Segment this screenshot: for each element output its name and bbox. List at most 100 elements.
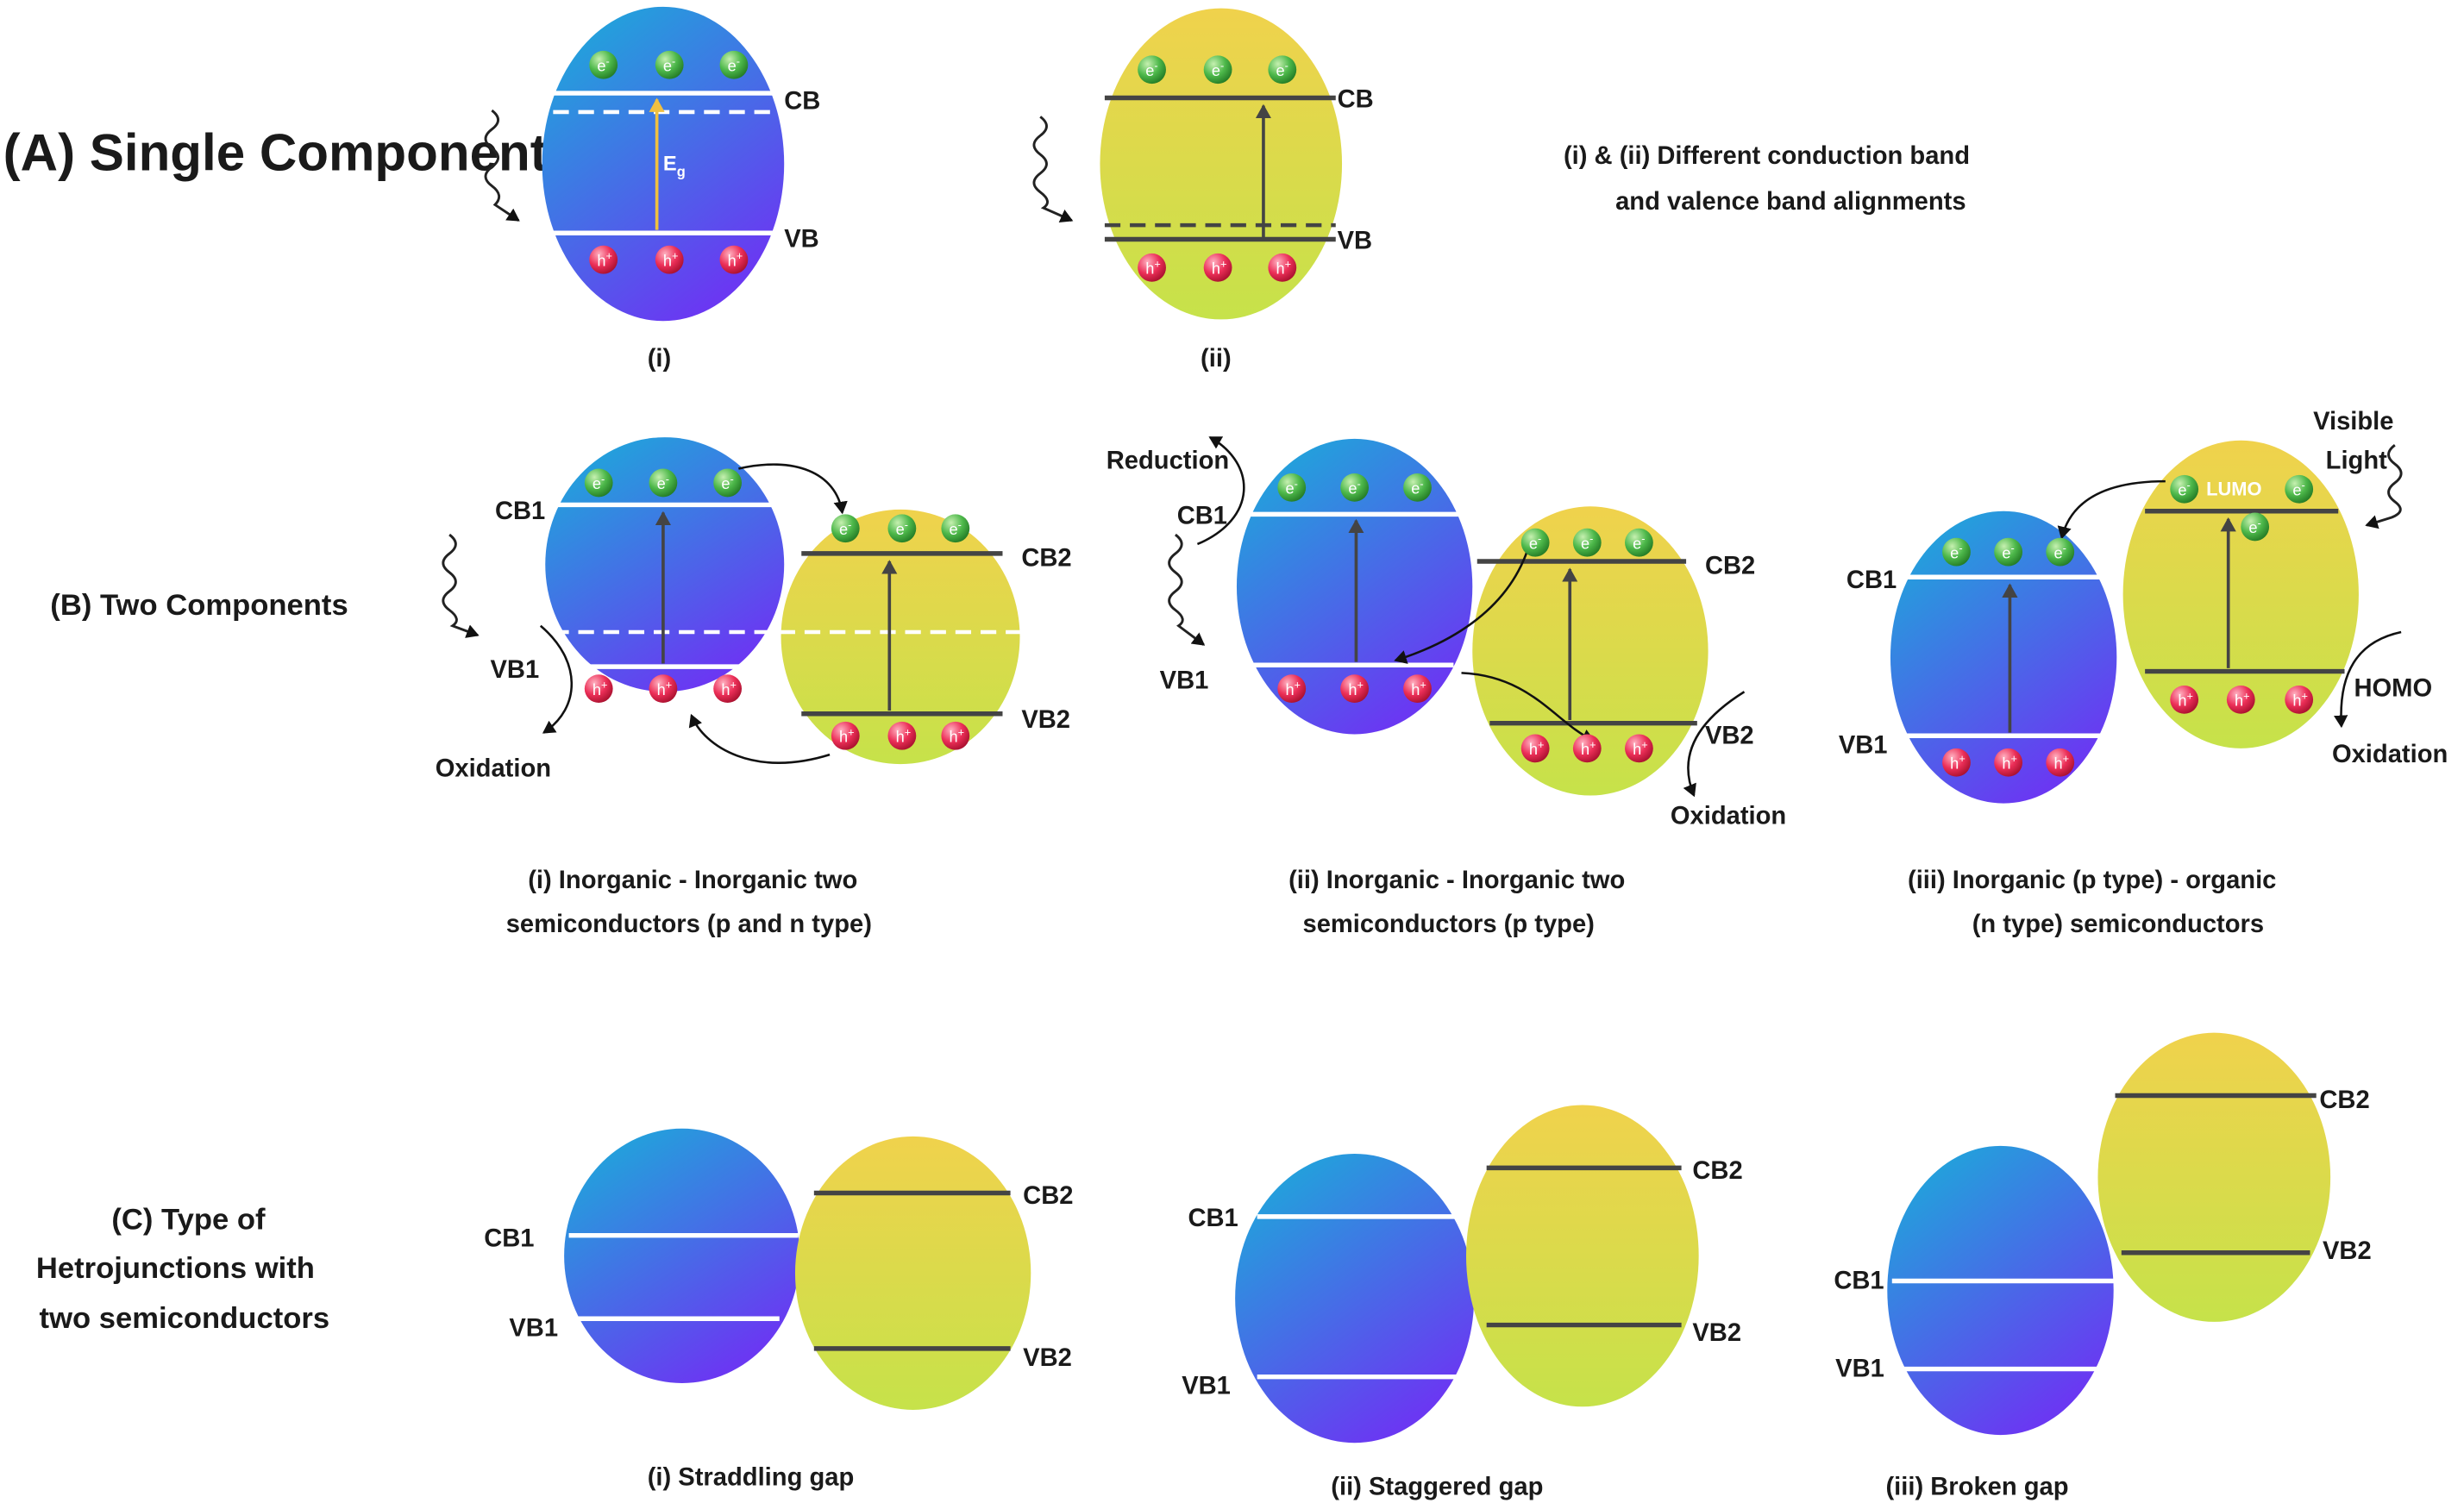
hole: h+ xyxy=(1403,674,1432,704)
caption-b-ii-line1: (ii) Inorganic - Inorganic two xyxy=(1288,867,1625,894)
semiconductor-blue xyxy=(1235,1153,1475,1444)
hole: h+ xyxy=(1625,734,1653,763)
cb2-label: CB2 xyxy=(1021,544,1071,572)
semiconductor-yellow xyxy=(781,509,1020,765)
vb1-label: VB1 xyxy=(1835,1356,1884,1383)
oxidation-arrow xyxy=(1683,691,1746,798)
electron: e- xyxy=(2241,512,2270,542)
electron: e- xyxy=(1277,473,1307,502)
hole: h+ xyxy=(655,245,684,274)
electron: e- xyxy=(1994,537,2022,567)
hole: h+ xyxy=(1268,253,1297,282)
vb1-label: VB1 xyxy=(1160,667,1209,695)
reduction-arrow xyxy=(1196,435,1245,546)
cb1-label: CB1 xyxy=(1846,567,1897,594)
hole: h+ xyxy=(584,674,613,704)
cb1-label: CB1 xyxy=(495,498,545,525)
electron-transfer-arrow xyxy=(738,463,848,515)
eg-label: Eg xyxy=(663,153,686,179)
panel-a-ii: CB VB (ii) xyxy=(1032,8,1374,373)
oxidation-label: Oxidation xyxy=(2332,741,2448,768)
electron: e- xyxy=(2046,537,2075,567)
hole: h+ xyxy=(1572,734,1602,763)
hole: h+ xyxy=(941,721,970,750)
hole: h+ xyxy=(1277,674,1307,704)
electron: e- xyxy=(1520,528,1550,557)
electron: e- xyxy=(1340,473,1370,502)
vb1-label: VB1 xyxy=(1839,731,1888,759)
electron: e- xyxy=(1403,473,1432,502)
hole: h+ xyxy=(649,674,678,704)
electron: e- xyxy=(584,468,613,498)
section-b-label: (B) Two Components xyxy=(50,589,348,622)
panel-c-i: CB1 VB1 CB2 VB2 (i) Straddling gap xyxy=(484,1128,1073,1491)
electron: e- xyxy=(1625,528,1653,557)
hole: h+ xyxy=(713,674,743,704)
light-squiggle xyxy=(442,533,480,638)
cb1-label: CB1 xyxy=(484,1224,534,1252)
hole-transfer-arrow xyxy=(688,713,831,764)
hole: h+ xyxy=(1942,748,1971,777)
electron: e- xyxy=(831,514,860,543)
cb1-label: CB1 xyxy=(1177,502,1227,529)
caption-c-iii: (iii) Broken gap xyxy=(1885,1473,2068,1500)
panel-b-i: CB1 VB1 CB2 VB2 Oxidation (i) Inorganic … xyxy=(436,437,1072,938)
cb-label: CB xyxy=(784,87,820,115)
electron: e- xyxy=(1268,55,1297,85)
caption-b-i-line2: semiconductors (p and n type) xyxy=(506,911,872,938)
oxidation-arrow xyxy=(539,624,574,734)
a-note-line2: and valence band alignments xyxy=(1615,188,1966,216)
hole: h+ xyxy=(2170,685,2199,714)
hole: h+ xyxy=(887,721,917,750)
hole: h+ xyxy=(1520,734,1550,763)
section-c-label-line2: Hetrojunctions with xyxy=(36,1252,315,1285)
cb2-label: CB2 xyxy=(1692,1157,1742,1185)
visible-light-label-1: Visible xyxy=(2313,408,2393,435)
electron: e- xyxy=(719,50,749,79)
semiconductor-yellow xyxy=(794,1136,1031,1410)
vb2-label: VB2 xyxy=(2323,1237,2372,1265)
caption-a-ii: (ii) xyxy=(1201,345,1232,373)
semiconductor-blue xyxy=(542,6,785,322)
caption-b-iii-line1: (iii) Inorganic (p type) - organic xyxy=(1908,867,2276,894)
panel-b-iii: LUMO Visible Light CB1 VB1 HOMO Oxidatio… xyxy=(1839,408,2448,938)
electron: e- xyxy=(1203,55,1232,85)
cb1-label: CB1 xyxy=(1834,1268,1884,1295)
vb2-label: VB2 xyxy=(1705,722,1754,749)
electron: e- xyxy=(2285,474,2314,504)
electron: e- xyxy=(887,514,917,543)
hole: h+ xyxy=(1340,674,1370,704)
panel-b-ii: Reduction CB1 VB1 CB2 VB2 Oxidation (ii)… xyxy=(1107,435,1786,938)
light-squiggle xyxy=(2365,444,2403,529)
vb-label: VB xyxy=(1338,227,1372,254)
cb2-label: CB2 xyxy=(1705,553,1755,580)
panel-c-iii: CB1 VB1 CB2 VB2 (iii) Broken gap xyxy=(1834,1032,2372,1500)
electron: e- xyxy=(2170,474,2199,504)
visible-light-label-2: Light xyxy=(2326,448,2387,475)
vb1-label: VB1 xyxy=(1182,1373,1231,1400)
semiconductor-yellow xyxy=(2097,1032,2331,1322)
caption-b-i-line1: (i) Inorganic - Inorganic two xyxy=(528,867,857,894)
electron: e- xyxy=(1138,55,1166,85)
hole: h+ xyxy=(719,245,749,274)
vb2-label: VB2 xyxy=(1692,1319,1741,1347)
vb2-label: VB2 xyxy=(1023,1344,1072,1372)
electron: e- xyxy=(1942,537,1971,567)
caption-b-iii-line2: (n type) semiconductors xyxy=(1972,911,2264,938)
caption-b-ii-line2: semiconductors (p type) xyxy=(1302,911,1594,938)
section-a-label: (A) Single Component xyxy=(3,123,548,181)
semiconductor-blue xyxy=(564,1128,800,1383)
light-squiggle xyxy=(484,109,520,222)
light-squiggle xyxy=(1168,533,1206,646)
electron: e- xyxy=(941,514,970,543)
section-c-label-line1: (C) Type of xyxy=(111,1203,266,1236)
electron-transfer-arrow xyxy=(2057,479,2166,540)
reduction-label: Reduction xyxy=(1107,448,1229,475)
hole: h+ xyxy=(2046,748,2075,777)
cb2-label: CB2 xyxy=(2319,1087,2369,1114)
semiconductor-blue xyxy=(1890,510,2117,804)
light-squiggle xyxy=(1032,116,1074,222)
vb-label: VB xyxy=(784,226,818,254)
electron: e- xyxy=(1572,528,1602,557)
